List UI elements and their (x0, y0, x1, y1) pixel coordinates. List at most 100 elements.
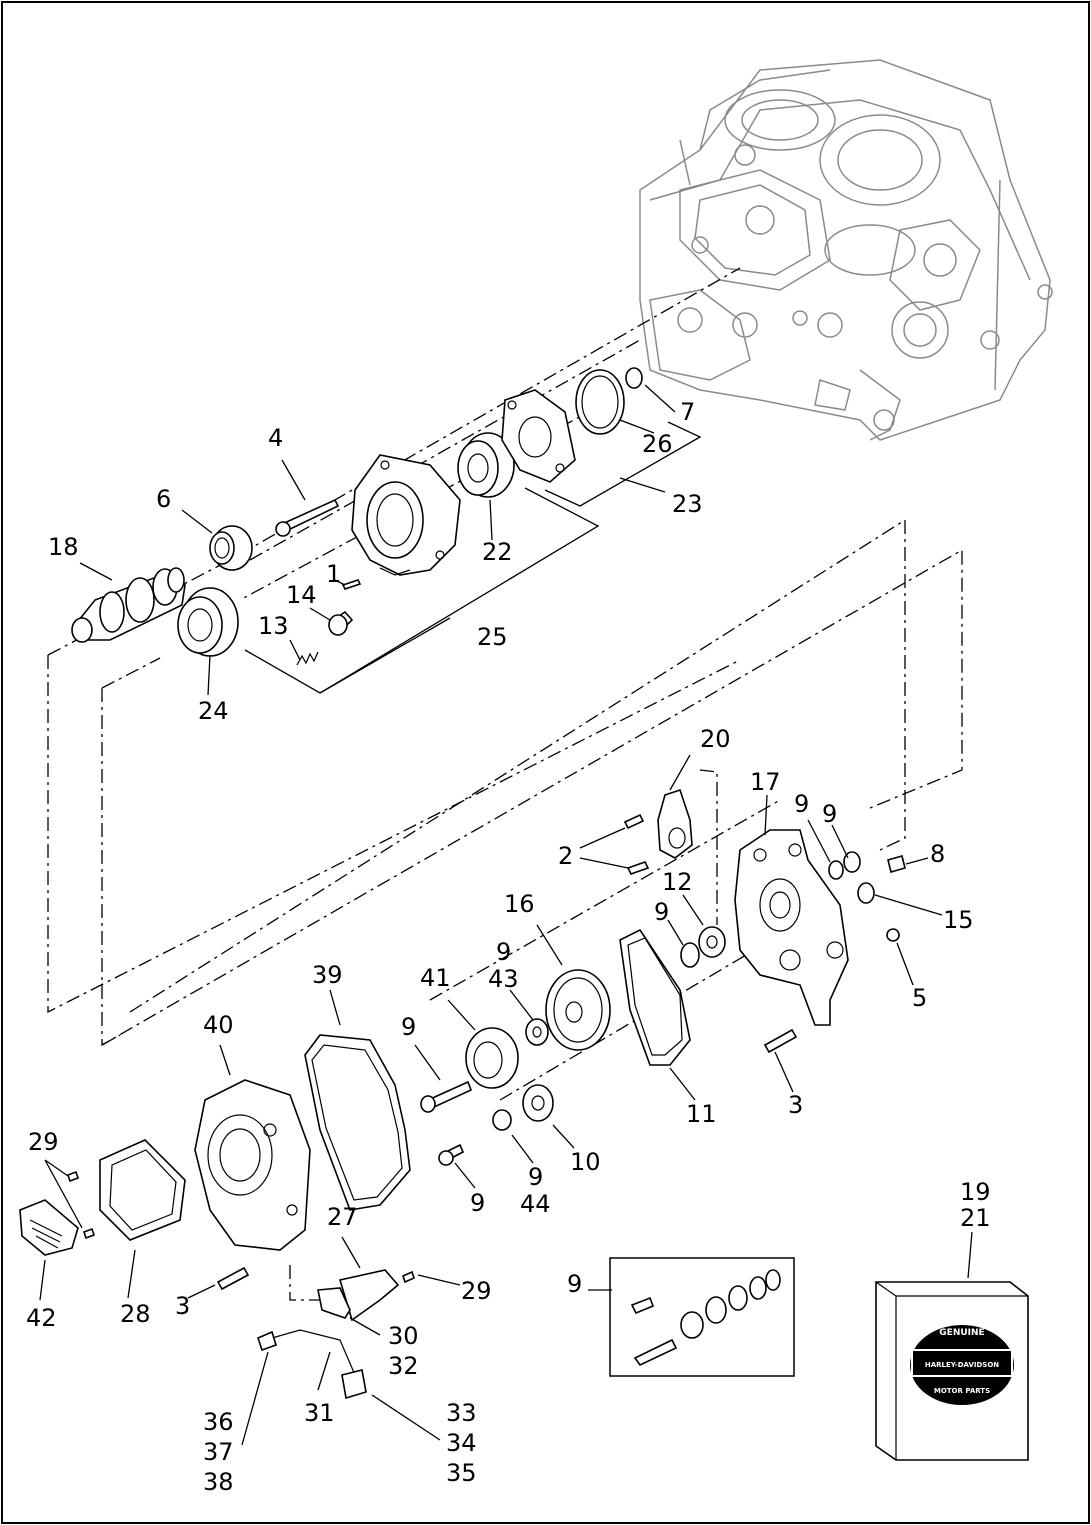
callout-10: 10 (570, 1148, 601, 1176)
callout-35: 35 (446, 1459, 477, 1487)
relief-valve-part (328, 610, 354, 636)
callout-29-right: 29 (461, 1277, 492, 1305)
screw-part-a (623, 813, 645, 830)
pin-part (341, 579, 362, 590)
callout-3-right: 3 (788, 1091, 803, 1119)
gerotor-scavenge-part (177, 587, 239, 657)
callout-5: 5 (912, 984, 927, 1012)
oring-9-mid-part (680, 942, 700, 968)
callout-9-mid: 9 (654, 898, 669, 926)
callout-labels: 4 6 18 1 14 13 24 25 22 23 26 7 20 17 9 … (26, 398, 991, 1496)
logo-top-text: GENUINE (939, 1328, 984, 1338)
callout-30: 30 (388, 1322, 419, 1350)
callout-18: 18 (48, 533, 79, 561)
oring-15-part (857, 882, 875, 904)
gerotor-feed-part (457, 432, 515, 498)
bolt-3-right-part (763, 1028, 798, 1054)
logo-band-text: HARLEY-DAVIDSON (925, 1361, 999, 1369)
bearing-part (209, 525, 253, 571)
callout-14: 14 (286, 581, 317, 609)
callout-24: 24 (198, 697, 229, 725)
washer-44-part (492, 1109, 512, 1131)
pump-body-part (351, 454, 461, 576)
kit-box (609, 1257, 795, 1377)
callout-11: 11 (686, 1100, 717, 1128)
screw-29-part-a (66, 1170, 80, 1183)
logo-bottom-text: MOTOR PARTS (934, 1387, 990, 1395)
ball-part (886, 928, 900, 942)
washer-12-part (698, 926, 726, 958)
oring-small-part (625, 367, 643, 389)
callout-40: 40 (203, 1011, 234, 1039)
bolt-3-left-part (216, 1266, 250, 1291)
callout-28: 28 (120, 1300, 151, 1328)
kit-oring-b (728, 1285, 748, 1311)
long-bolt-part (275, 498, 340, 537)
callout-23: 23 (672, 490, 703, 518)
callout-25: 25 (477, 623, 508, 651)
callout-4: 4 (268, 424, 283, 452)
cam-cover-part (194, 1079, 311, 1251)
oring-upper-part-a (828, 860, 844, 880)
callout-2: 2 (558, 842, 573, 870)
oring-large-part (575, 369, 625, 435)
callout-44: 44 (520, 1190, 551, 1218)
callout-43: 43 (488, 965, 519, 993)
tensioner-shoe-part (465, 1027, 519, 1089)
genuine-parts-box: GENUINE HARLEY-DAVIDSON MOTOR PARTS (875, 1281, 1029, 1461)
callout-41: 41 (420, 964, 451, 992)
callout-13: 13 (258, 612, 289, 640)
spring-part (296, 651, 319, 666)
callout-9-lower: 9 (470, 1189, 485, 1217)
gasket-part (304, 1034, 411, 1211)
callout-9-bolt: 9 (401, 1013, 416, 1041)
kit-oring-c (749, 1276, 767, 1300)
callout-12: 12 (662, 868, 693, 896)
plug-part (887, 855, 906, 873)
insert-part (19, 1199, 79, 1256)
callout-19: 19 (960, 1178, 991, 1206)
callout-6: 6 (156, 485, 171, 513)
pump-cover-part (501, 389, 576, 483)
callout-9-43: 9 (496, 938, 511, 966)
callout-31: 31 (304, 1399, 335, 1427)
callout-36: 36 (203, 1408, 234, 1436)
cam-cover-assembly (19, 1034, 415, 1400)
camshaft-part (71, 567, 186, 643)
callout-42: 42 (26, 1304, 57, 1332)
callout-22: 22 (482, 538, 513, 566)
kit-bolt-long (633, 1338, 678, 1367)
callout-33: 33 (446, 1399, 477, 1427)
callout-9-kit: 9 (567, 1270, 582, 1298)
cam-support-plate-part (734, 829, 849, 1026)
callout-16: 16 (504, 890, 535, 918)
callout-9-top2: 9 (822, 800, 837, 828)
bracket-part (338, 1269, 400, 1322)
callout-26: 26 (642, 430, 673, 458)
callout-27: 27 (327, 1203, 358, 1231)
callout-9-top1: 9 (794, 790, 809, 818)
leader-lines (39, 384, 973, 1446)
callout-3-left: 3 (175, 1292, 190, 1320)
kit-oring-d (765, 1269, 781, 1291)
screw-29-part-c (402, 1270, 415, 1284)
callout-9-44: 9 (528, 1163, 543, 1191)
screw-29-part-b (82, 1227, 96, 1240)
callout-21: 21 (960, 1204, 991, 1232)
callout-38: 38 (203, 1468, 234, 1496)
callout-15: 15 (943, 906, 974, 934)
kit-bolt-short (630, 1296, 655, 1315)
cam-chain-part (619, 928, 691, 1066)
trim-cover-part (99, 1139, 186, 1241)
callout-37: 37 (203, 1438, 234, 1466)
alignment-lines (47, 267, 963, 1301)
kit-washer (680, 1311, 704, 1339)
callout-7: 7 (680, 398, 695, 426)
crankcase-illustration (639, 59, 1053, 441)
washer-43-part (525, 1018, 549, 1046)
oil-pump-assembly (71, 367, 643, 666)
callout-29-left: 29 (28, 1128, 59, 1156)
